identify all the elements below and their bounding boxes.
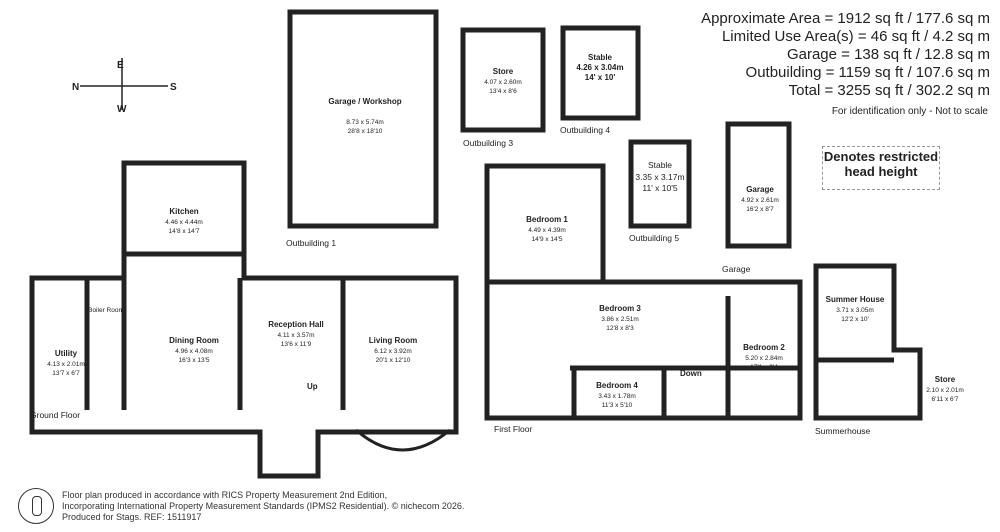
bay-window bbox=[355, 428, 451, 452]
stable-o4-name: Stable bbox=[588, 53, 613, 62]
footer: Floor plan produced in accordance with R… bbox=[62, 490, 464, 523]
store-o3-ft: 13'4 x 8'6 bbox=[489, 88, 517, 95]
utility-ft: 13'7 x 6'7 bbox=[52, 370, 80, 377]
scale-note: For identification only - Not to scale bbox=[831, 106, 988, 117]
store-sh-m: 2.10 x 2.01m bbox=[926, 387, 964, 394]
restricted-legend: Denotes restricted head height bbox=[822, 146, 940, 190]
bedroom2-ft: 17'1 x 9'4 bbox=[750, 364, 778, 371]
kitchen-ft: 14'8 x 14'7 bbox=[168, 228, 199, 235]
bedroom3-m: 3.86 x 2.51m bbox=[601, 316, 639, 323]
boiler-name: Boiler Room bbox=[88, 307, 124, 314]
area-garage: Garage = 138 sq ft / 12.8 sq m bbox=[786, 46, 990, 63]
living-name: Living Room bbox=[369, 336, 417, 345]
stable-o5-name: Stable bbox=[648, 160, 672, 170]
utility-m: 4.13 x 2.01m bbox=[47, 361, 85, 368]
stable-o4-m: 4.26 x 3.04m bbox=[576, 63, 623, 72]
area-total: Total = 3255 sq ft / 302.2 sq m bbox=[788, 82, 990, 99]
bedroom4-m: 3.43 x 1.78m bbox=[598, 393, 636, 400]
store-sh-ft: 6'11 x 6'7 bbox=[932, 396, 959, 403]
footer-line3: Produced for Stags. REF: 1511917 bbox=[62, 512, 202, 522]
compass-n: N bbox=[72, 82, 79, 93]
bedroom1-ft: 14'9 x 14'5 bbox=[531, 236, 562, 243]
outbuilding3-walls bbox=[460, 27, 546, 133]
bedroom2-name: Bedroom 2 bbox=[743, 343, 785, 352]
summerhouse-ft: 12'2 x 10' bbox=[841, 316, 868, 323]
stable-o4-ft: 14' x 10' bbox=[585, 73, 616, 82]
bedroom1-m: 4.49 x 4.39m bbox=[528, 227, 566, 234]
reception-m: 4.11 x 3.57m bbox=[277, 332, 314, 339]
garage-label: Garage bbox=[722, 264, 751, 274]
store-sh-name: Store bbox=[935, 375, 956, 384]
room-labels: Garage / Workshop 8.73 x 5.74m 28'8 x 18… bbox=[47, 53, 964, 409]
dining-ft: 16'3 x 13'5 bbox=[178, 357, 209, 364]
garage-ft: 16'2 x 8'7 bbox=[746, 206, 774, 213]
footer-line1: Floor plan produced in accordance with R… bbox=[62, 490, 388, 500]
first-floor-walls bbox=[484, 163, 803, 421]
footer-line2: Incorporating International Property Mea… bbox=[62, 501, 465, 511]
summerhouse-name: Summer House bbox=[826, 295, 885, 304]
stairs-down-label: Down bbox=[680, 369, 702, 378]
compass-w: W bbox=[117, 104, 127, 115]
compass-e: E bbox=[117, 60, 124, 71]
outbuilding3-label: Outbuilding 3 bbox=[463, 138, 513, 148]
summerhouse-m: 3.71 x 3.05m bbox=[836, 307, 874, 314]
stable-o5-m: 3.35 x 3.17m bbox=[635, 172, 684, 182]
stable-o5-ft: 11' x 10'5 bbox=[642, 183, 677, 193]
garage-m: 4.92 x 2.61m bbox=[741, 197, 779, 204]
bedroom1-name: Bedroom 1 bbox=[526, 215, 568, 224]
garage-workshop-ft: 28'8 x 18'10 bbox=[348, 128, 383, 135]
store-o3-name: Store bbox=[493, 67, 514, 76]
kitchen-m: 4.46 x 4.44m bbox=[165, 219, 203, 226]
bedroom4-name: Bedroom 4 bbox=[596, 381, 638, 390]
outbuilding1-label: Outbuilding 1 bbox=[286, 238, 336, 248]
summerhouse-label: Summerhouse bbox=[815, 426, 871, 436]
bedroom2-m: 5.20 x 2.84m bbox=[745, 355, 783, 362]
outbuilding5-label: Outbuilding 5 bbox=[629, 233, 679, 243]
walls bbox=[29, 9, 923, 479]
compass bbox=[80, 58, 168, 110]
area-outbuilding: Outbuilding = 1159 sq ft / 107.6 sq m bbox=[745, 64, 990, 81]
stairs-up-label: Up bbox=[307, 382, 318, 391]
store-o3-m: 4.07 x 2.60m bbox=[484, 79, 522, 86]
bedroom3-ft: 12'8 x 8'3 bbox=[606, 325, 634, 332]
living-ft: 20'1 x 12'10 bbox=[376, 357, 411, 364]
utility-name: Utility bbox=[55, 349, 78, 358]
area-approx: Approximate Area = 1912 sq ft / 177.6 sq… bbox=[701, 10, 990, 27]
garage-name: Garage bbox=[746, 185, 774, 194]
reception-name: Reception Hall bbox=[268, 320, 324, 329]
garage-walls bbox=[725, 121, 792, 249]
area-limited: Limited Use Area(s) = 46 sq ft / 4.2 sq … bbox=[721, 28, 990, 45]
dining-m: 4.96 x 4.08m bbox=[175, 348, 213, 355]
garage-workshop-m: 8.73 x 5.74m bbox=[346, 119, 384, 126]
first-floor-label: First Floor bbox=[494, 424, 532, 434]
area-summary: Approximate Area = 1912 sq ft / 177.6 sq… bbox=[701, 10, 990, 100]
outbuilding4-label: Outbuilding 4 bbox=[560, 125, 610, 135]
kitchen-name: Kitchen bbox=[169, 207, 198, 216]
summerhouse-walls bbox=[813, 263, 923, 421]
ground-floor-label: Ground Floor bbox=[30, 410, 80, 420]
ground-floor-walls bbox=[29, 160, 459, 479]
living-m: 6.12 x 3.92m bbox=[374, 348, 412, 355]
garage-workshop-name: Garage / Workshop bbox=[328, 97, 401, 106]
reception-ft: 13'6 x 11'9 bbox=[281, 341, 312, 348]
outbuilding5-walls bbox=[628, 139, 692, 229]
bedroom3-name: Bedroom 3 bbox=[599, 304, 641, 313]
compass-s: S bbox=[170, 82, 177, 93]
outbuilding4-walls bbox=[560, 25, 641, 121]
bedroom4-ft: 11'3 x 5'10 bbox=[602, 402, 633, 409]
rics-logo-icon bbox=[18, 488, 54, 524]
outbuilding1-walls bbox=[287, 9, 439, 229]
dining-name: Dining Room bbox=[169, 336, 219, 345]
